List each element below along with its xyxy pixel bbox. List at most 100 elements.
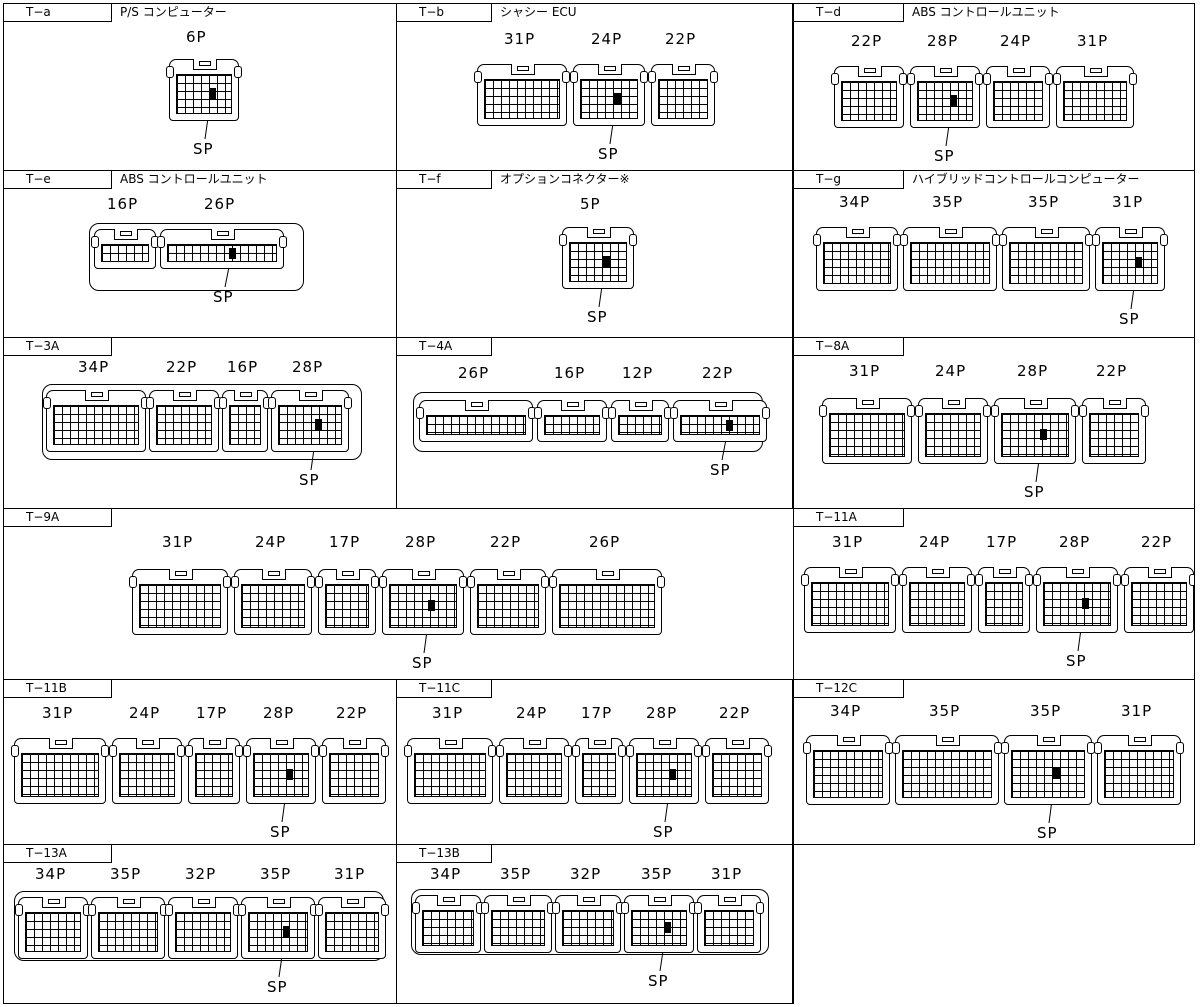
terminal-grid <box>119 753 175 797</box>
connector-ear <box>238 904 246 916</box>
connector-ear <box>481 902 489 914</box>
connector-ear <box>762 407 770 419</box>
terminal-grid <box>422 910 474 946</box>
connector-ear <box>166 66 174 78</box>
pin-count-label: 31P <box>1121 702 1153 720</box>
terminal-grid <box>278 405 342 445</box>
sp-terminal-marker <box>286 769 293 780</box>
connector-shape <box>534 400 610 442</box>
connector-shape <box>1094 735 1184 805</box>
connector-ear <box>640 71 648 83</box>
pin-count-label: 28P <box>927 32 959 50</box>
lock-latch <box>136 738 160 749</box>
pin-count-label: 34P <box>35 865 67 883</box>
pin-count-label: 16P <box>227 358 259 376</box>
lock-latch <box>858 66 882 77</box>
lock-latch <box>507 895 531 906</box>
terminal-grid <box>241 584 305 628</box>
lock-latch <box>1128 735 1152 746</box>
connector-ear <box>243 745 251 757</box>
connector-shape <box>404 738 496 804</box>
connector-shape <box>608 400 672 442</box>
lock-latch <box>837 735 861 746</box>
connector-ear <box>315 576 323 588</box>
connector-ear <box>702 745 710 757</box>
lock-latch <box>1037 735 1061 746</box>
terminal-grid <box>580 79 638 119</box>
pin-count-label: 12P <box>622 364 654 382</box>
connector-ear <box>819 405 827 417</box>
sp-label: SP <box>193 140 214 158</box>
sp-label: SP <box>412 654 433 672</box>
sp-label: SP <box>213 288 234 306</box>
connector-ear <box>43 397 51 409</box>
terminal-grid <box>253 753 309 797</box>
lock-latch <box>85 390 109 401</box>
lock-latch <box>169 569 193 580</box>
pin-count-label: 17P <box>581 704 613 722</box>
pin-count-label: 31P <box>849 362 881 380</box>
connector-ear <box>892 742 900 754</box>
terminal-grid <box>993 81 1043 121</box>
connector-shape <box>702 738 772 804</box>
connector-shape <box>379 569 467 635</box>
connector-shape <box>146 390 222 452</box>
connector-ear <box>1001 742 1009 754</box>
pin-count-label: 32P <box>185 865 217 883</box>
connector-ear <box>11 745 19 757</box>
lock-latch <box>1066 567 1090 578</box>
connector-ear <box>101 745 109 757</box>
lock-latch <box>1024 398 1048 409</box>
connector-shape <box>626 738 702 804</box>
connector-ear <box>1129 73 1137 85</box>
connector-shape <box>621 895 697 953</box>
connector-code: T−g <box>794 171 904 189</box>
pin-count-label: 31P <box>162 533 194 551</box>
connector-shape <box>670 400 770 442</box>
connector-shape <box>694 895 764 953</box>
terminal-grid <box>1131 582 1187 626</box>
sp-terminal-marker <box>283 926 290 937</box>
terminal-grid <box>582 753 616 797</box>
connector-ear <box>1160 234 1168 246</box>
terminal-grid <box>841 81 897 121</box>
pin-count-label: 31P <box>432 704 464 722</box>
terminal-grid <box>195 753 233 797</box>
connector-code: T−3A <box>4 338 112 356</box>
connector-housing <box>89 223 304 291</box>
pin-count-label: 31P <box>832 533 864 551</box>
connector-shape <box>219 390 271 452</box>
pin-count-label: 24P <box>129 704 161 722</box>
lock-latch <box>511 64 535 75</box>
connector-shape <box>999 227 1093 291</box>
connector-ear <box>381 745 389 757</box>
connector-shape <box>412 895 484 953</box>
connector-ear <box>157 236 165 248</box>
connector-ear <box>657 576 665 588</box>
sp-label: SP <box>267 978 288 996</box>
component-title: シャシー ECU <box>500 5 577 19</box>
empty-panel <box>793 844 1195 1004</box>
pin-count-label: 22P <box>1141 533 1173 551</box>
connector-shape <box>43 390 149 452</box>
component-title: P/S コンピューター <box>120 5 227 19</box>
pin-count-label: 24P <box>255 533 287 551</box>
connector-ear <box>15 904 23 916</box>
connector-ear <box>694 902 702 914</box>
connector-ear <box>975 73 983 85</box>
connector-ear <box>899 574 907 586</box>
pin-count-label: 22P <box>702 364 734 382</box>
lock-latch <box>934 66 958 77</box>
connector-ear <box>899 73 907 85</box>
terminal-grid <box>1011 750 1085 798</box>
lock-latch <box>117 897 141 908</box>
terminal-grid <box>1009 242 1083 284</box>
pin-count-label: 17P <box>986 533 1018 551</box>
connector-ear <box>311 745 319 757</box>
terminal-grid <box>823 242 891 284</box>
connector-shape <box>319 738 389 804</box>
connector-shape <box>570 64 648 126</box>
